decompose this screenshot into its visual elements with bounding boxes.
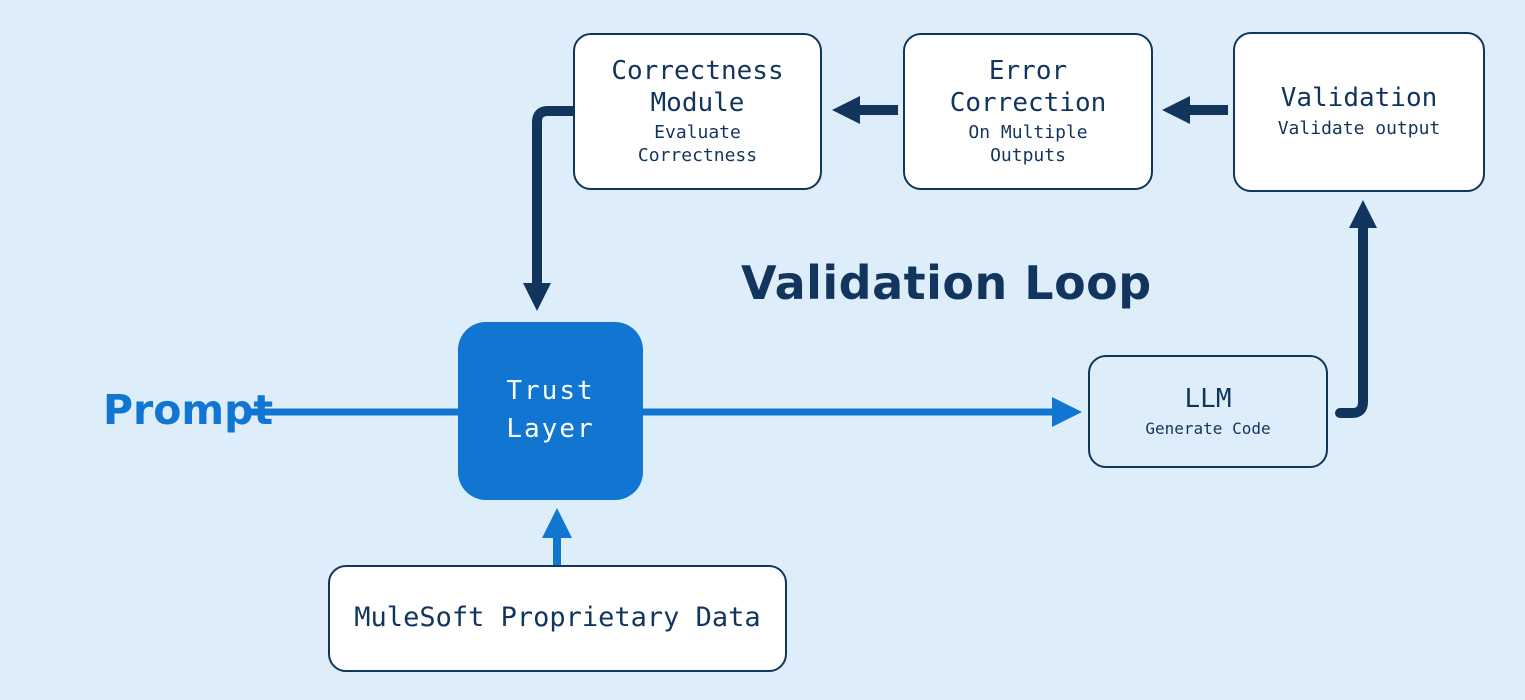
edge-llm-to-validation xyxy=(1335,200,1377,418)
node-title: MuleSoft Proprietary Data xyxy=(354,602,761,634)
node-subtitle: Evaluate Correctness xyxy=(637,122,758,166)
node-title: Validation xyxy=(1280,83,1438,114)
node-title: Correctness Module xyxy=(611,55,784,118)
node-validation: Validation Validate output xyxy=(1233,32,1485,192)
node-subtitle: Generate Code xyxy=(1145,418,1271,438)
node-correctness-module: Correctness Module Evaluate Correctness xyxy=(573,33,822,190)
node-llm: LLM Generate Code xyxy=(1088,355,1328,468)
node-title: Trust Layer xyxy=(506,376,595,444)
prompt-label: Prompt xyxy=(103,386,274,434)
node-trust-layer: Trust Layer xyxy=(458,322,643,500)
node-error-correction: Error Correction On Multiple Outputs xyxy=(903,33,1153,190)
node-subtitle: Validate output xyxy=(1277,118,1441,140)
diagram-title: Validation Loop xyxy=(741,256,1152,310)
node-title: LLM xyxy=(1184,384,1232,415)
node-subtitle: On Multiple Outputs xyxy=(968,122,1088,166)
node-mulesoft-proprietary-data: MuleSoft Proprietary Data xyxy=(328,565,787,672)
node-title: Error Correction xyxy=(949,55,1107,118)
edge-correctness-to-trust xyxy=(523,106,578,311)
